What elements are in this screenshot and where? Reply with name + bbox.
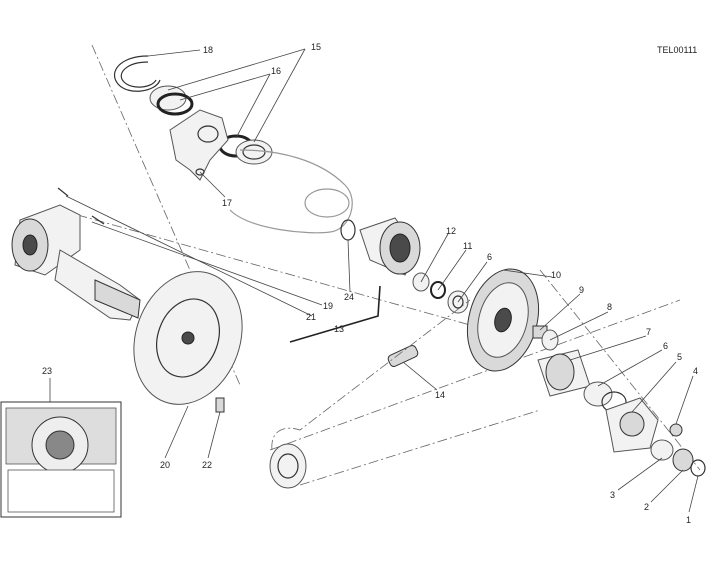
callout-18: 18: [203, 45, 213, 55]
callout-7: 7: [646, 327, 651, 337]
callout-11: 11: [463, 241, 472, 251]
callout-21: 21: [306, 312, 316, 322]
callout-15: 15: [311, 42, 321, 52]
hub-carrier-24: [340, 217, 421, 276]
callout-8: 8: [607, 302, 612, 312]
callout-5: 5: [677, 352, 682, 362]
circlip-18: [113, 55, 161, 92]
callout-2: 2: [644, 502, 649, 512]
bracket-line-13: [289, 285, 381, 343]
swingarm-outline: [229, 149, 353, 234]
bolt-22: [215, 397, 225, 413]
bracket-17: [169, 109, 229, 181]
callout-17: 17: [222, 198, 232, 208]
callout-4: 4: [693, 366, 698, 376]
callout-13: 13: [334, 324, 344, 334]
axle-shaft: [11, 187, 141, 321]
inset-panel-23: [0, 401, 122, 518]
drive-chain: [269, 299, 541, 489]
washers-12-11-6: [412, 272, 469, 314]
leader-lines: [49, 48, 699, 513]
drawing-code: TEL00111: [657, 45, 697, 55]
callout-23: 23: [42, 366, 52, 376]
flange-9-8-7: [532, 325, 613, 407]
callout-12: 12: [446, 226, 456, 236]
callout-14: 14: [435, 390, 445, 400]
callout-9: 9: [579, 285, 584, 295]
hub-parts-1-6: [601, 391, 706, 477]
callout-20: 20: [160, 460, 170, 470]
sprocket-10: [467, 268, 539, 372]
callout-16: 16: [271, 66, 281, 76]
callout-24: 24: [344, 292, 354, 302]
callout-1: 1: [686, 515, 691, 525]
callout-10: 10: [551, 270, 561, 280]
brake-disc-20: [133, 271, 243, 405]
callout-22: 22: [202, 460, 212, 470]
callout-3: 3: [610, 490, 615, 500]
callout-19: 19: [323, 301, 333, 311]
chain-link-14: [387, 345, 419, 367]
callout-6b: 6: [487, 252, 492, 262]
callout-6a: 6: [663, 341, 668, 351]
callout-labels: 1 2 3 4 5 6 6 7 8 9 10 11 12 13 14 15 16…: [42, 42, 698, 525]
